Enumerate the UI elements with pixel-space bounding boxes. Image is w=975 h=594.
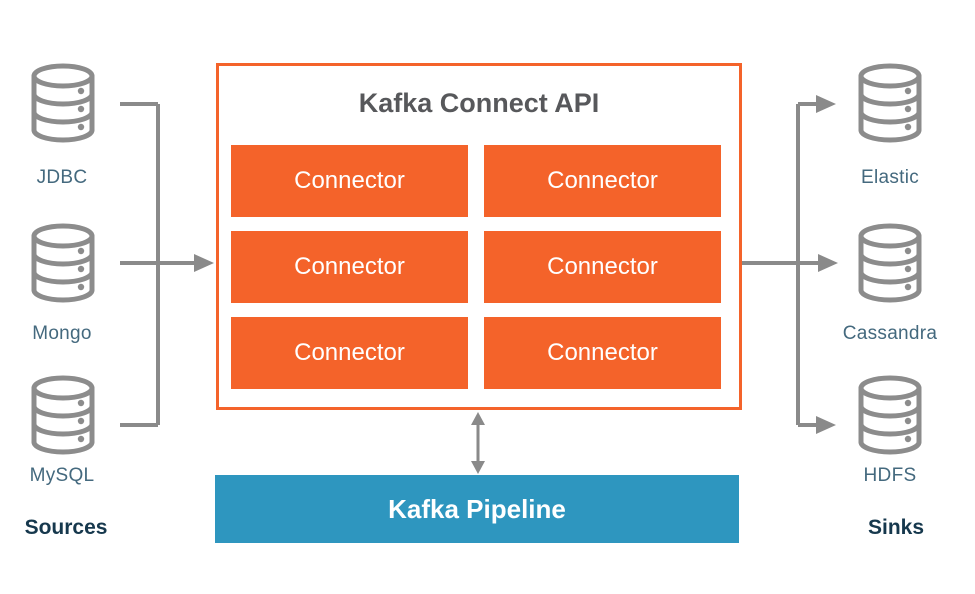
sink-label-elastic: Elastic xyxy=(860,167,920,188)
connect-to-sinks-arrows xyxy=(742,102,818,427)
source-label-mongo: Mongo xyxy=(32,323,92,344)
sink-label-cassandra: Cassandra xyxy=(842,323,938,344)
connector-grid: Connector Connector Connector Connector … xyxy=(231,145,721,389)
connector-box: Connector xyxy=(484,145,721,217)
database-icon xyxy=(31,375,95,455)
sources-heading: Sources xyxy=(24,516,108,539)
sink-label-hdfs: HDFS xyxy=(863,465,917,486)
kafka-pipeline-box: Kafka Pipeline xyxy=(215,475,739,543)
database-icon xyxy=(31,223,95,303)
source-label-jdbc: JDBC xyxy=(36,167,88,188)
database-icon xyxy=(858,223,922,303)
arrowhead-icon xyxy=(816,95,836,113)
connector-box: Connector xyxy=(231,317,468,389)
connector-box: Connector xyxy=(231,231,468,303)
arrowhead-icon xyxy=(194,254,214,272)
database-icon xyxy=(858,375,922,455)
arrowhead-icon xyxy=(816,416,836,434)
kafka-connect-api-title: Kafka Connect API xyxy=(358,88,600,118)
sources-to-connect-arrow xyxy=(120,102,196,427)
connector-box: Connector xyxy=(484,231,721,303)
sinks-heading: Sinks xyxy=(867,516,925,539)
connector-box: Connector xyxy=(231,145,468,217)
connector-box: Connector xyxy=(484,317,721,389)
connect-pipeline-double-arrow xyxy=(471,412,485,474)
arrowhead-icon xyxy=(818,254,838,272)
kafka-pipeline-label: Kafka Pipeline xyxy=(388,493,566,524)
source-label-mysql: MySQL xyxy=(29,465,95,486)
database-icon xyxy=(858,63,922,143)
database-icon xyxy=(31,63,95,143)
kafka-connect-api-box: Kafka Connect API Connector Connector Co… xyxy=(216,63,742,410)
